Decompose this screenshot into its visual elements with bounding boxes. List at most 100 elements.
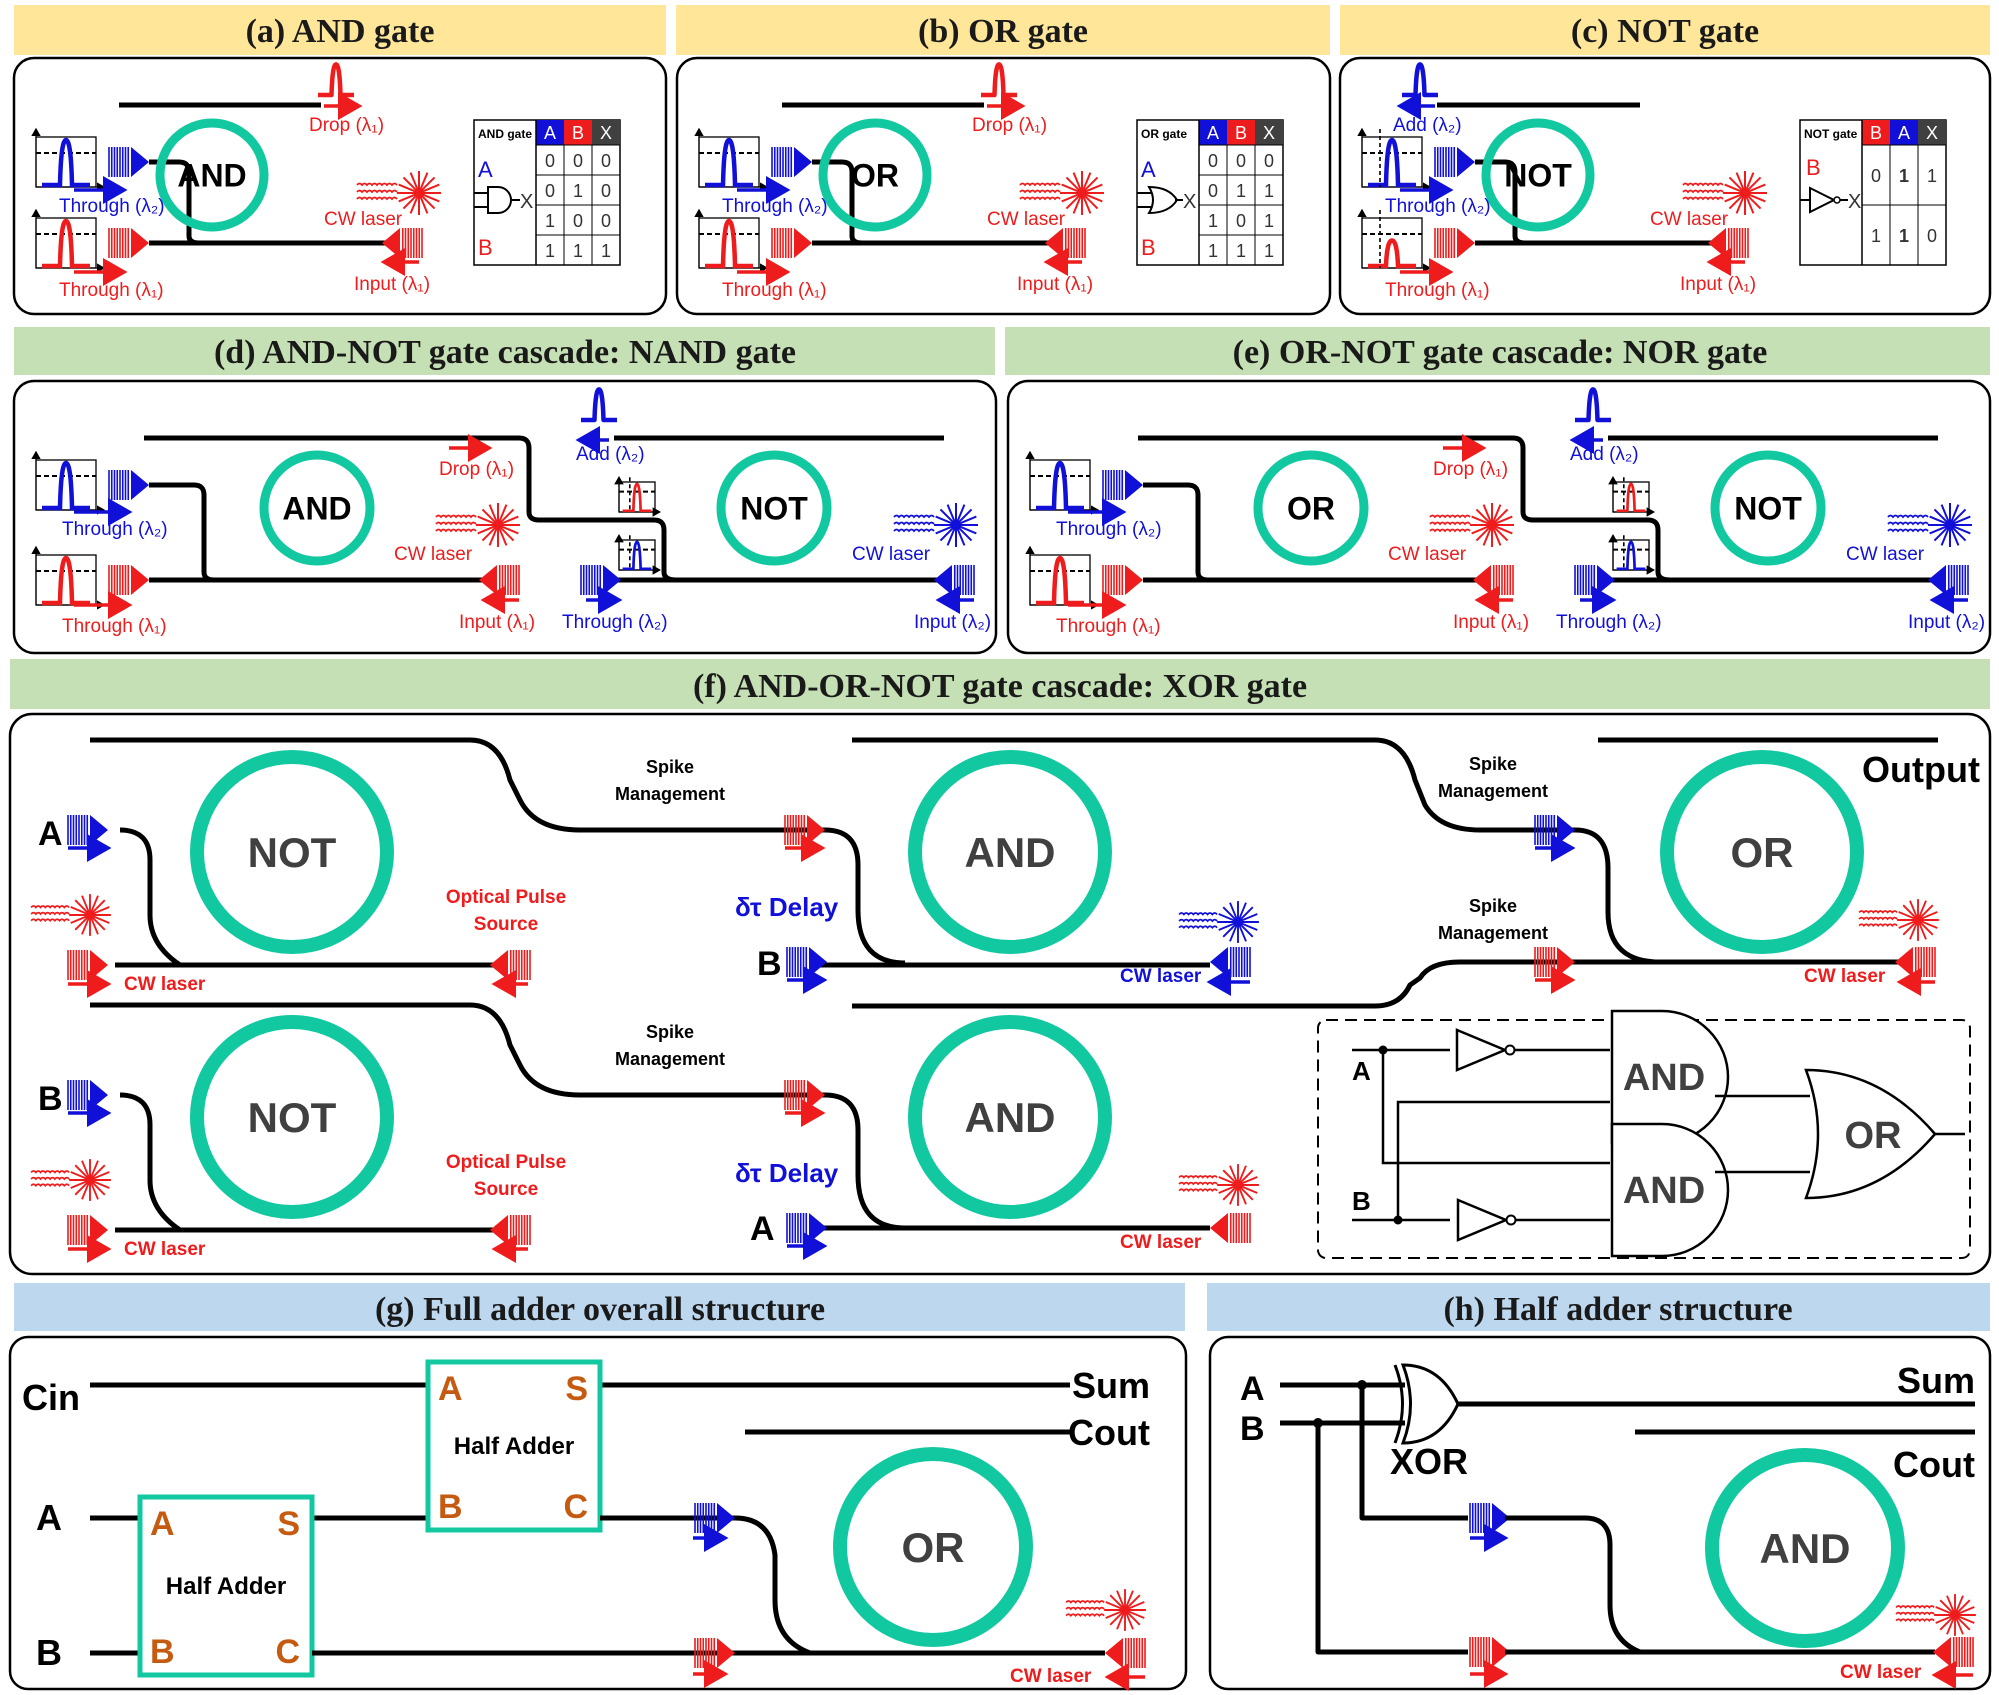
cw-laser-icon	[1019, 171, 1104, 215]
gate-output-x: X	[1848, 191, 1861, 213]
truth-table-value: 1	[545, 211, 555, 231]
inset-peak	[622, 540, 652, 571]
laser-wave	[1065, 1600, 1105, 1604]
laser-wave	[1019, 189, 1061, 194]
inset-box	[618, 481, 656, 513]
wire-a-tap	[1381, 1050, 1610, 1165]
cw-laser-label: CW laser	[1010, 1666, 1092, 1687]
port-a: A	[438, 1370, 463, 1408]
not-gate-symbol	[1809, 186, 1837, 214]
cw-laser-red-pulse-train	[1210, 1213, 1251, 1243]
pulse-triangle	[1105, 1638, 1123, 1668]
laser-wave	[1019, 196, 1061, 201]
microring-label: NOT	[1734, 491, 1802, 527]
microring-label: OR	[1287, 491, 1335, 527]
microring-circle	[1660, 750, 1864, 954]
cw-laser-icon	[1895, 1594, 1976, 1636]
a-tap-line	[1359, 1385, 1468, 1521]
inset-box	[1361, 136, 1423, 188]
drop-label: Drop (λ₁)	[1433, 459, 1508, 480]
truth-table-header-a: A	[1898, 123, 1910, 143]
laser-wave	[893, 521, 935, 526]
gate-input-b: B	[1141, 235, 1156, 260]
header-c-title: (c) NOT gate	[1571, 13, 1759, 50]
input-label: Input (λ₁)	[1680, 274, 1756, 295]
spike-management-label: Management	[615, 784, 725, 804]
laser-wave	[435, 514, 477, 519]
cw-laser-icon	[30, 1159, 111, 1201]
laser-wave	[1019, 182, 1061, 187]
laser-wave	[30, 1183, 70, 1188]
microring-and: AND	[155, 118, 269, 232]
port-a: A	[150, 1505, 175, 1543]
through-lambda1-label: Through (λ₁)	[722, 280, 827, 301]
spectrum-inset-lambda1	[1357, 208, 1432, 273]
microring-circle	[259, 450, 375, 566]
truth-table-value: 1	[1264, 211, 1274, 231]
through-lambda2-pulse-train	[108, 147, 149, 177]
inset-peak	[705, 218, 753, 269]
add-label: Add (λ₂)	[1570, 444, 1639, 465]
cin-label: Cin	[22, 1377, 80, 1418]
drop-pulse-icon	[318, 62, 354, 98]
inset-peak	[1368, 137, 1416, 188]
microring-label: NOT	[1504, 158, 1572, 194]
truth-table-value: 1	[1264, 181, 1274, 201]
laser-ray	[477, 515, 519, 535]
truth-table-value: 0	[545, 151, 555, 171]
cw-laser-1-icon	[435, 503, 520, 547]
truth-table-value: 1	[1927, 166, 1937, 186]
truth-table-value: 0	[601, 211, 611, 231]
laser-wave	[30, 918, 70, 923]
cw-laser-2-icon	[893, 503, 978, 547]
microring-not: NOT	[1481, 118, 1595, 232]
microring-circle	[155, 118, 269, 232]
laser-wave	[1429, 514, 1471, 519]
truth-table-value: 0	[545, 181, 555, 201]
truth-table-value: 1	[1208, 211, 1218, 231]
cw-laser-label: CW laser	[324, 209, 403, 230]
input-lambda2-label: Input (λ₂)	[1908, 612, 1985, 633]
input-label: B	[38, 1080, 63, 1118]
through-lambda1-pulse-train	[1434, 228, 1475, 258]
truth-table-caption: NOT gate	[1804, 127, 1858, 141]
microring-label: AND	[965, 1094, 1056, 1141]
cw-laser-label: CW laser	[1650, 209, 1729, 230]
spectrum-inset-junction-lambda1	[614, 476, 661, 517]
cascade-waveguide	[144, 435, 677, 583]
gate-input-a: A	[1141, 157, 1156, 182]
through-lambda1-label: Through (λ₁)	[62, 616, 167, 637]
spectrum-inset-lambda1	[1025, 545, 1100, 610]
add-pulse-icon	[1575, 387, 1611, 423]
laser-wave	[435, 521, 477, 526]
truth-table-cell	[1254, 234, 1284, 266]
inset-box	[698, 136, 760, 188]
laser-wave	[1895, 1618, 1935, 1623]
header-c: (c) NOT gate	[1340, 5, 1990, 55]
port-b: B	[438, 1488, 463, 1526]
input-a-label: A	[750, 1210, 775, 1248]
header-f: (f) AND-OR-NOT gate cascade: XOR gate	[10, 659, 1990, 709]
spectrum-inset-lambda1	[31, 208, 106, 273]
cw-laser-1-label: CW laser	[394, 544, 473, 565]
not-bubble	[1504, 1044, 1516, 1056]
truth-table-header-cell	[1227, 120, 1255, 145]
port-s: S	[277, 1505, 300, 1543]
laser-wave	[1895, 1611, 1935, 1616]
laser-ray	[70, 1171, 110, 1189]
truth-table-header-cell	[1862, 120, 1890, 145]
cw-laser-or-icon	[1858, 899, 1939, 941]
truth-table-header-x: X	[1263, 123, 1275, 143]
microring-or: OR	[833, 1447, 1033, 1647]
spike-management-label: Spike	[646, 1022, 694, 1042]
laser-wave	[1065, 1613, 1105, 1618]
pulse-triangle	[1933, 1637, 1951, 1667]
and-gate-label: AND	[1623, 1170, 1705, 1212]
truth-table-value: 1	[1208, 241, 1218, 261]
microring-circle	[716, 450, 832, 566]
